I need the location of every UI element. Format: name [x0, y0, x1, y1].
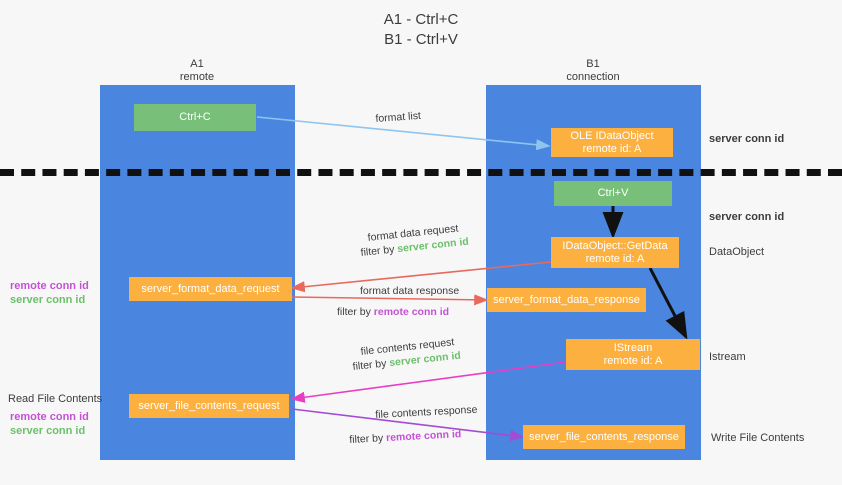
- left-label-server-conn-id-b: server conn id: [10, 425, 86, 437]
- box-idataobject-getdata[interactable]: IDataObject::GetData remote id: A: [551, 237, 679, 268]
- column-header-a1-name: A1: [190, 58, 204, 70]
- filter-value-remote-conn-id: remote conn id: [385, 428, 462, 445]
- filter-prefix: filter by: [360, 243, 398, 259]
- edge-label-file-contents-response-filter: filter by remote conn id: [349, 427, 462, 447]
- edge-label-format-list: format list: [375, 109, 422, 125]
- title-line-1: A1 - Ctrl+C: [383, 11, 459, 28]
- filter-prefix: filter by: [337, 306, 374, 318]
- box-ctrl-c[interactable]: Ctrl+C: [134, 104, 256, 131]
- filter-value-remote-conn-id: remote conn id: [373, 306, 450, 318]
- box-istream[interactable]: IStream remote id: A: [566, 339, 700, 370]
- right-label-istream: Istream: [709, 351, 746, 363]
- right-label-server-conn-id-mid: server conn id: [709, 211, 785, 223]
- box-istream-line2: remote id: A: [603, 354, 663, 367]
- left-label-conn-ids-file: remote conn id server conn id: [10, 410, 89, 438]
- edge-label-file-contents-response: file contents response: [375, 403, 478, 421]
- clipboard-boundary-divider: [0, 169, 842, 176]
- filter-prefix: filter by: [349, 432, 387, 446]
- box-istream-line1: IStream: [613, 341, 653, 354]
- box-ctrl-v[interactable]: Ctrl+V: [554, 181, 672, 206]
- right-label-server-conn-id-top: server conn id: [709, 133, 785, 145]
- left-label-remote-conn-id-a: remote conn id: [10, 280, 89, 292]
- column-header-a1-sub: remote: [179, 71, 215, 83]
- column-header-b1-sub: connection: [566, 71, 620, 83]
- right-label-write-file-contents: Write File Contents: [711, 432, 805, 444]
- box-server-format-data-request[interactable]: server_format_data_request: [129, 277, 292, 301]
- box-server-format-data-response[interactable]: server_format_data_response: [487, 288, 646, 312]
- box-ole-idataobject-line2: remote id: A: [582, 142, 642, 155]
- left-label-conn-ids-format: remote conn id server conn id: [10, 279, 89, 307]
- edge-label-format-data-response-filter: filter by remote conn id: [337, 305, 449, 319]
- box-ctrl-c-label: Ctrl+C: [179, 111, 211, 123]
- box-server-format-data-request-label: server_format_data_request: [141, 282, 280, 295]
- box-server-file-contents-request[interactable]: server_file_contents_request: [129, 394, 289, 418]
- box-server-format-data-response-label: server_format_data_response: [493, 293, 640, 306]
- box-server-file-contents-response[interactable]: server_file_contents_response: [523, 425, 685, 449]
- box-idataobject-getdata-line2: remote id: A: [585, 252, 645, 265]
- column-header-b1-name: B1: [586, 58, 600, 70]
- box-ctrl-v-label: Ctrl+V: [597, 187, 629, 199]
- filter-prefix: filter by: [352, 357, 390, 373]
- left-label-server-conn-id-a: server conn id: [10, 294, 86, 306]
- left-label-remote-conn-id-b: remote conn id: [10, 411, 89, 423]
- edge-label-format-data-response: format data response: [360, 285, 460, 297]
- column-header-b1: B1 connection: [513, 58, 673, 84]
- left-label-read-file-contents: Read File Contents: [8, 393, 103, 405]
- box-server-file-contents-response-label: server_file_contents_response: [529, 430, 679, 443]
- box-server-file-contents-request-label: server_file_contents_request: [138, 399, 280, 412]
- column-header-a1: A1 remote: [117, 58, 277, 84]
- page-title: A1 - Ctrl+C B1 - Ctrl+V: [0, 10, 842, 50]
- box-ole-idataobject[interactable]: OLE IDataObject remote id: A: [551, 128, 673, 157]
- box-idataobject-getdata-line1: IDataObject::GetData: [562, 239, 668, 252]
- box-ole-idataobject-line1: OLE IDataObject: [570, 129, 654, 142]
- right-label-dataobject: DataObject: [709, 246, 765, 258]
- title-line-2: B1 - Ctrl+V: [384, 31, 458, 48]
